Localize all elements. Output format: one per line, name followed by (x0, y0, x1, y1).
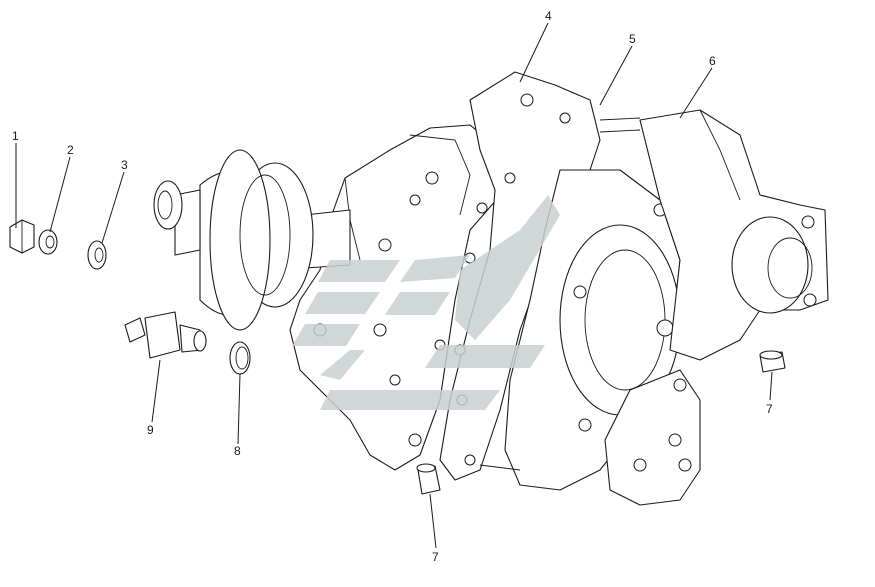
callout-2: 2 (67, 143, 74, 157)
callout-6: 6 (709, 54, 716, 68)
gear-shaft (153, 149, 351, 331)
part-pin-lower (416, 463, 441, 495)
part-flat-washer (87, 240, 107, 270)
part-ring (229, 341, 251, 375)
part-nut (9, 219, 35, 254)
bottom-cover (479, 369, 701, 506)
callout-5: 5 (629, 32, 636, 46)
callout-9: 9 (147, 423, 154, 437)
watermark-logo (292, 195, 560, 410)
callout-1: 1 (12, 129, 19, 143)
callout-7-right: 7 (766, 402, 773, 416)
callout-3: 3 (121, 158, 128, 172)
part-pin-right (759, 350, 786, 373)
callout-8: 8 (234, 444, 241, 458)
callout-4: 4 (545, 9, 552, 23)
part-sensor (124, 311, 207, 359)
callout-labels: 1 2 3 4 5 6 7 7 8 9 (12, 9, 773, 564)
right-housing (599, 109, 829, 361)
leader-lines (15, 22, 773, 549)
callout-7-lower: 7 (432, 550, 439, 564)
part-washer (38, 229, 58, 255)
